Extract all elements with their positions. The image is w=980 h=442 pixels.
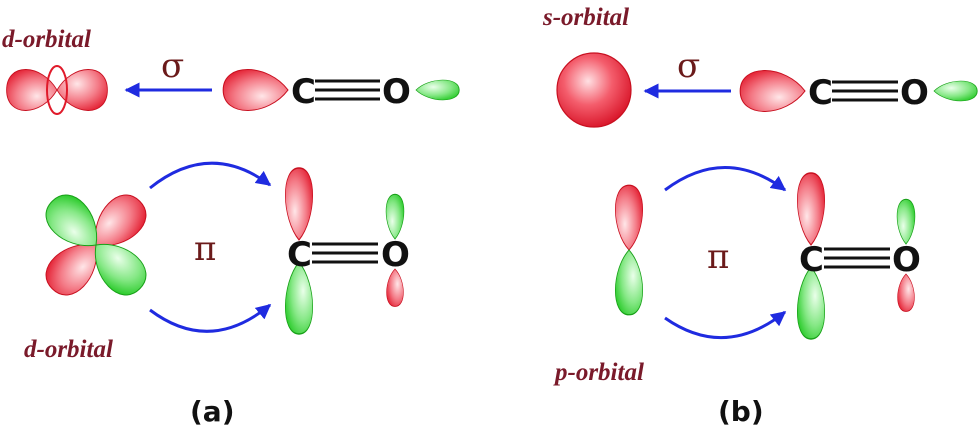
carbon-pi-lobe-up bbox=[796, 172, 826, 246]
oxygen-sigma-lobe bbox=[415, 79, 460, 101]
d-orbital-sigma-shape bbox=[6, 65, 108, 115]
pi-symbol: π bbox=[194, 229, 216, 269]
d-orbital-top-label: d-orbital bbox=[2, 26, 91, 53]
oxygen-symbol: O bbox=[892, 240, 921, 280]
pi-backbond-arrow-bottom bbox=[149, 303, 272, 333]
triple-bond bbox=[312, 242, 378, 264]
oxygen-symbol: O bbox=[900, 73, 929, 113]
panel-b-label: (b) bbox=[718, 395, 764, 428]
pi-symbol: π bbox=[707, 237, 729, 277]
oxygen-symbol: O bbox=[382, 72, 411, 112]
p-orbital-label: p-orbital bbox=[553, 359, 644, 386]
panel-a-label: (a) bbox=[190, 395, 235, 428]
oxygen-pi-lobe-up bbox=[385, 193, 405, 240]
sigma-symbol: σ bbox=[677, 46, 700, 86]
co-sigma-lone-pair-lobe bbox=[739, 69, 806, 113]
s-orbital-sphere bbox=[556, 52, 632, 128]
p-orbital-pi-shape bbox=[614, 184, 644, 316]
carbon-symbol: C bbox=[799, 240, 824, 280]
co-sigma-lone-pair-lobe bbox=[222, 68, 289, 112]
carbon-symbol: C bbox=[287, 235, 312, 275]
panel-b: s-orbital σ C O π bbox=[542, 4, 978, 428]
pi-backbond-arrow-top bbox=[664, 166, 787, 192]
pi-backbond-arrow-top bbox=[149, 161, 272, 190]
triple-bond bbox=[832, 80, 898, 102]
d-orbital-bottom-label: d-orbital bbox=[24, 336, 113, 363]
triple-bond bbox=[315, 79, 380, 101]
pi-backbond-arrow-bottom bbox=[664, 310, 787, 339]
carbon-pi-lobe-up bbox=[284, 167, 314, 241]
carbon-symbol: C bbox=[291, 72, 316, 112]
oxygen-symbol: O bbox=[381, 235, 410, 275]
triple-bond bbox=[824, 247, 890, 269]
sigma-symbol: σ bbox=[161, 46, 184, 86]
panel-a: d-orbital σ C O bbox=[2, 26, 460, 428]
d-orbital-pi-shape bbox=[37, 186, 155, 304]
s-orbital-label: s-orbital bbox=[542, 4, 629, 31]
oxygen-sigma-lobe bbox=[933, 80, 978, 102]
carbon-symbol: C bbox=[808, 73, 833, 113]
oxygen-pi-lobe-up bbox=[896, 198, 916, 245]
